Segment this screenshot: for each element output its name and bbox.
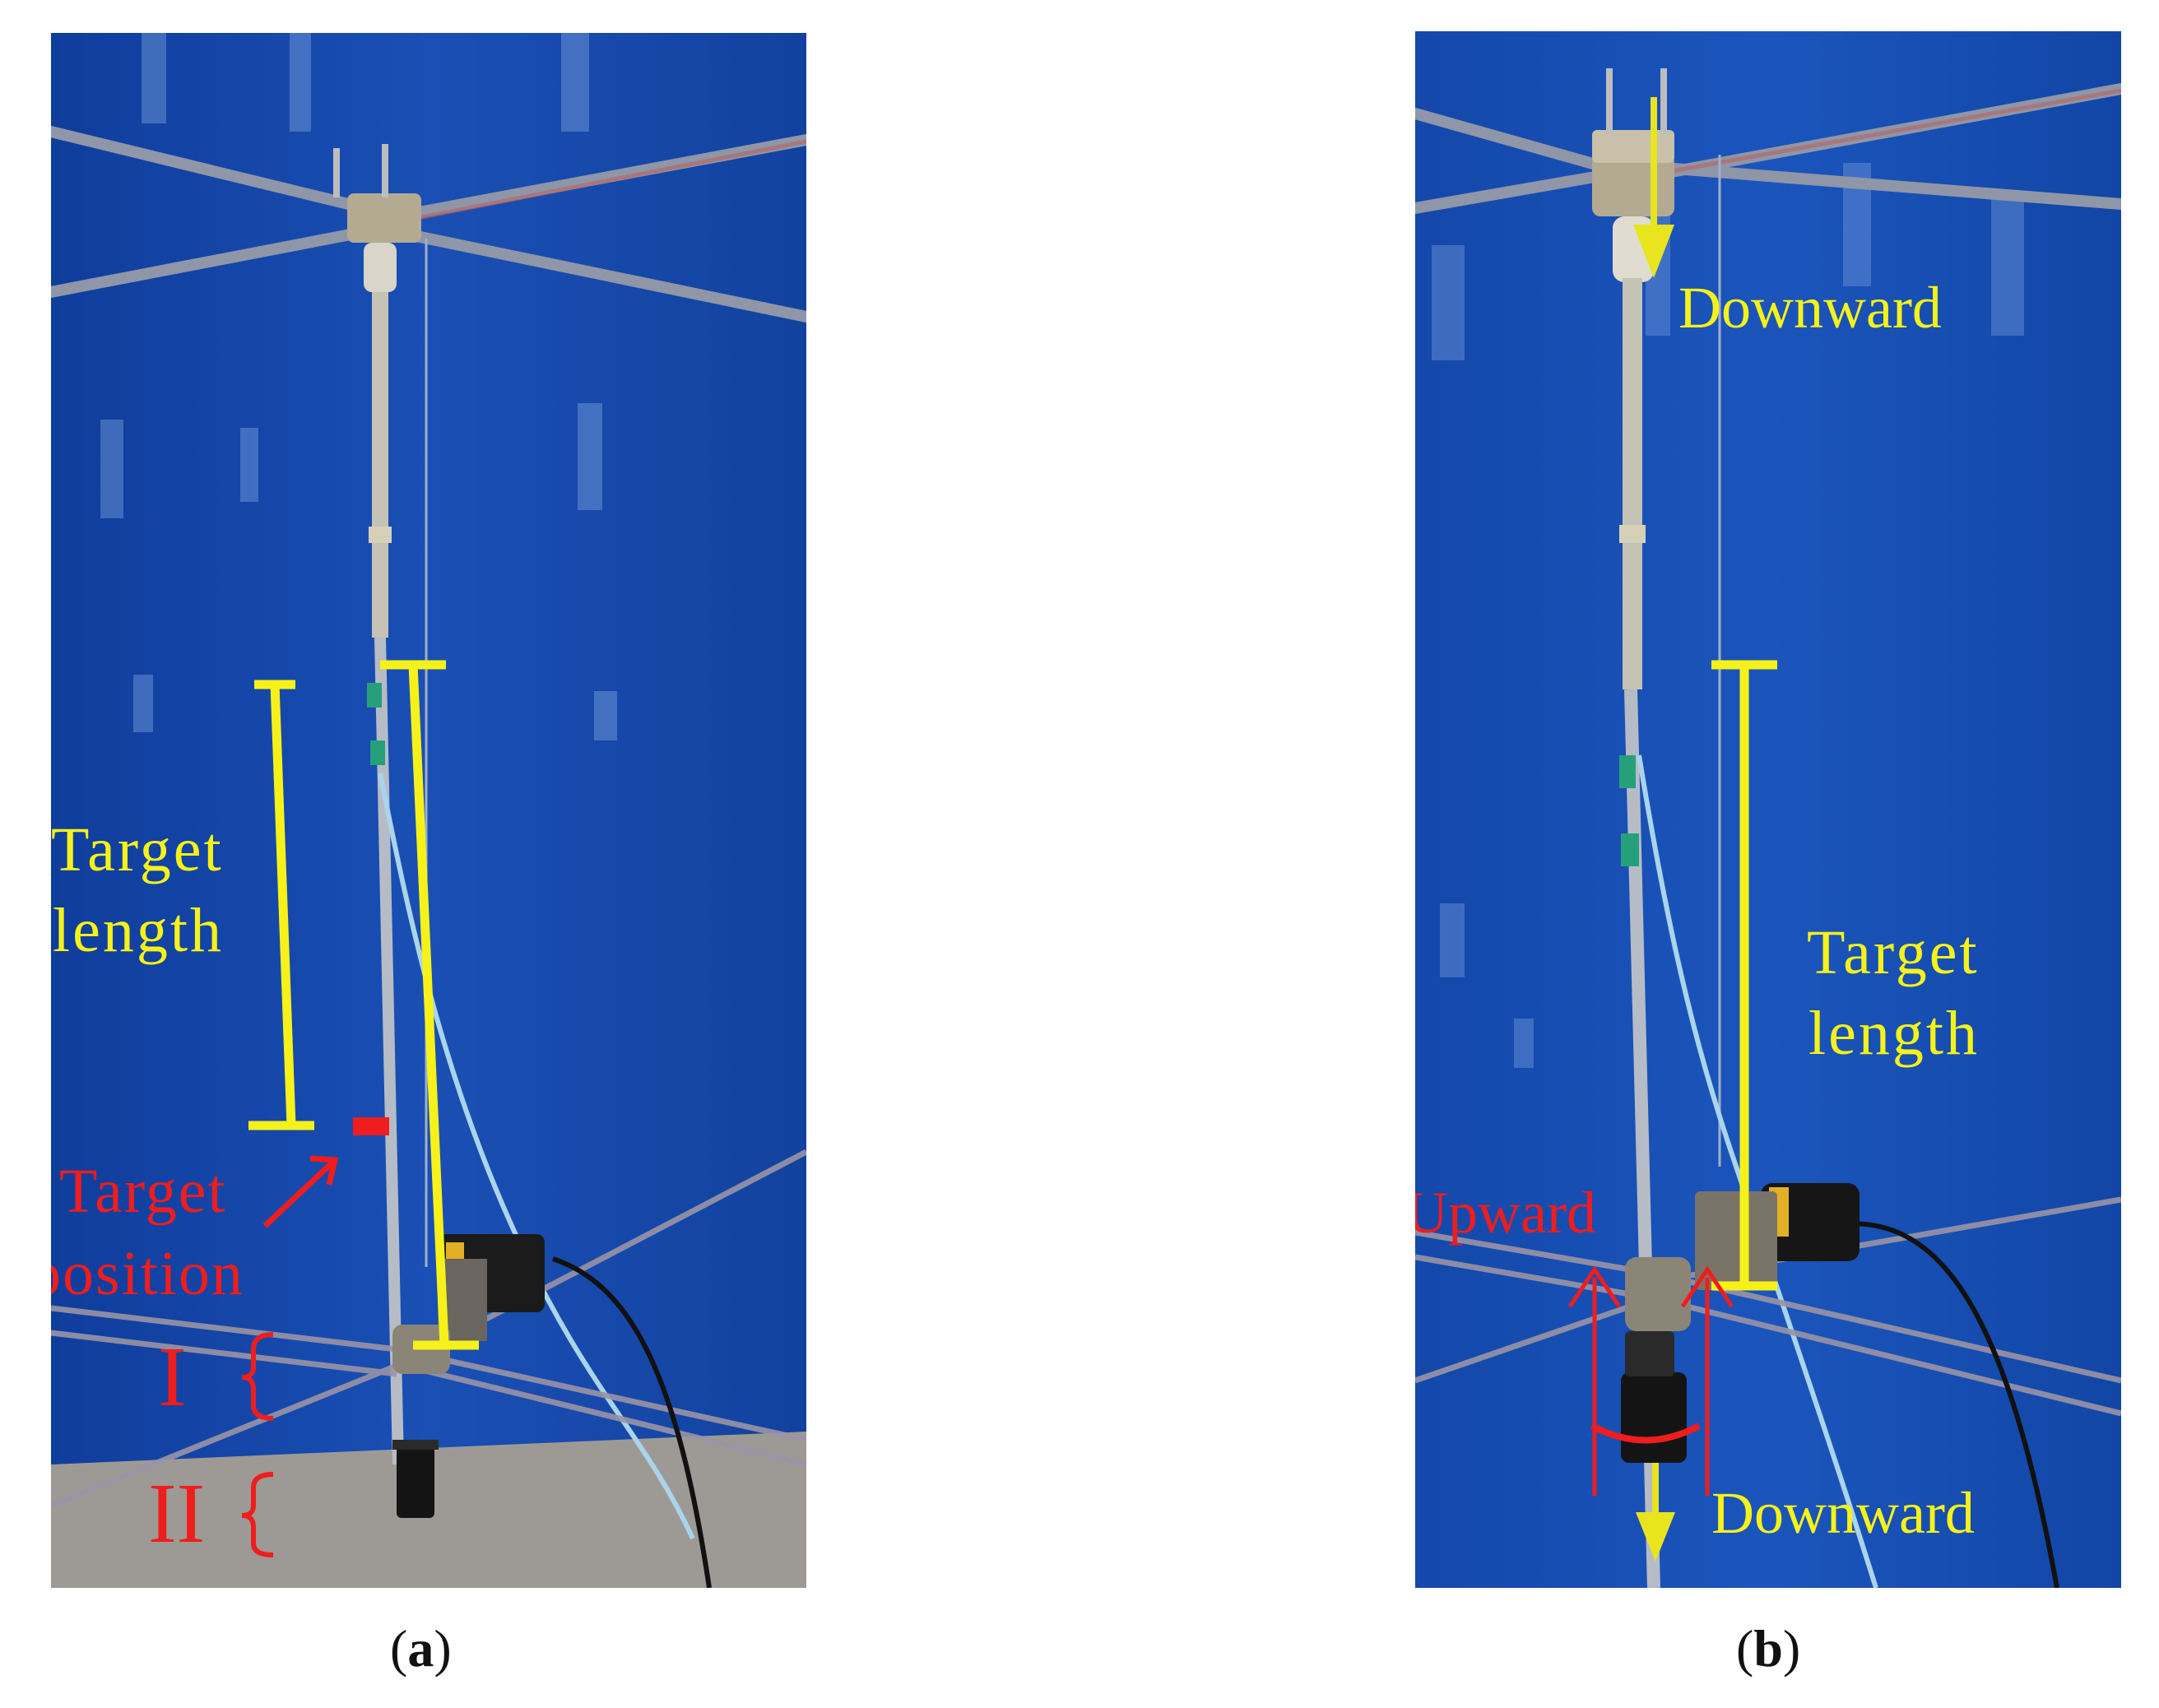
zone-two-brace bbox=[241, 1472, 274, 1557]
black-cable bbox=[1842, 1221, 2059, 1588]
photo-panel-b: Downward Target length Upward Downward bbox=[1415, 31, 2121, 1588]
target-length-label-line1: Target bbox=[1807, 918, 1980, 987]
zone-two-label: II bbox=[148, 1466, 206, 1561]
caption-a-letter: a bbox=[407, 1619, 434, 1678]
black-cable bbox=[552, 1256, 712, 1588]
upper-cables bbox=[51, 126, 806, 323]
lower-cables bbox=[51, 1149, 806, 1509]
weight bbox=[397, 1444, 434, 1518]
cable-length-bar bbox=[380, 660, 479, 1350]
sensor-cable bbox=[378, 773, 695, 1540]
target-position-label-line2: position bbox=[51, 1239, 244, 1308]
upward-arrow-left bbox=[1567, 1265, 1622, 1496]
caption-b-letter: b bbox=[1753, 1619, 1783, 1678]
turnbuckle-rod bbox=[1623, 278, 1642, 689]
target-length-label-line1: Target bbox=[51, 815, 224, 884]
target-length-bar-left bbox=[248, 680, 314, 1130]
turnbuckle-rod bbox=[372, 292, 388, 638]
target-length-label-line2: length bbox=[1808, 999, 1980, 1068]
top-hub bbox=[1592, 155, 1674, 216]
top-hub bbox=[347, 193, 421, 243]
target-position-marker bbox=[353, 1117, 389, 1135]
photo-scene-b bbox=[1415, 31, 2121, 1588]
caption-b: (b) bbox=[1736, 1619, 1801, 1678]
bottom-downward-label: Downward bbox=[1711, 1480, 1975, 1546]
top-downward-arrow bbox=[1633, 97, 1674, 278]
target-position-label-line1: Target bbox=[59, 1157, 227, 1226]
zone-one-brace bbox=[241, 1332, 274, 1421]
upward-label: Upward bbox=[1415, 1180, 1596, 1246]
vertical-cable bbox=[374, 637, 404, 1465]
target-position-arrow bbox=[262, 1155, 339, 1228]
photo-scene-a bbox=[51, 33, 806, 1588]
lower-hub bbox=[1625, 1257, 1691, 1331]
window-reflections bbox=[100, 33, 617, 740]
rotation-arc bbox=[1590, 1423, 1701, 1444]
sensor-cable bbox=[1637, 754, 1878, 1588]
target-length-bar bbox=[1711, 660, 1777, 1291]
bottom-downward-arrow bbox=[1636, 1463, 1675, 1562]
target-length-label-line2: length bbox=[53, 896, 224, 965]
upward-arrow-right bbox=[1680, 1265, 1734, 1496]
top-downward-label: Downward bbox=[1678, 275, 1942, 341]
weight bbox=[1621, 1372, 1687, 1463]
photo-panel-a: Target length Target position I II bbox=[51, 33, 806, 1588]
caption-a: (a) bbox=[390, 1619, 452, 1678]
zone-one-label: I bbox=[158, 1330, 187, 1424]
